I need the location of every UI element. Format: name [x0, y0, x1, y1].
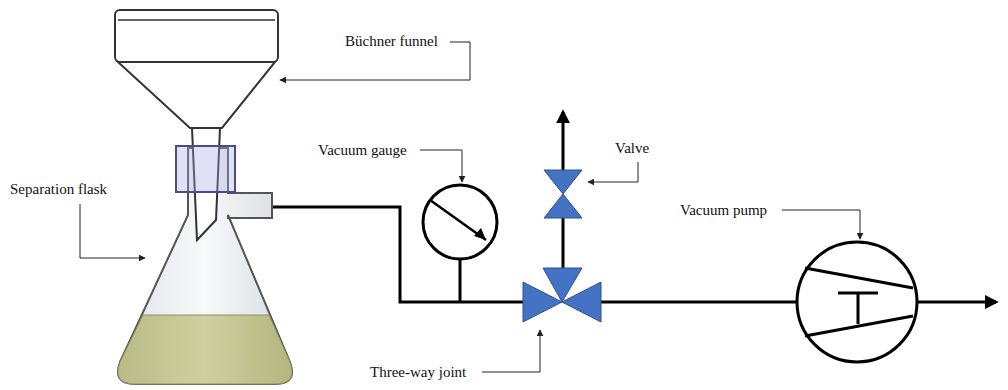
part-label: Vacuum pump	[680, 202, 767, 219]
funnel-rim	[118, 19, 275, 21]
leader-line	[782, 210, 860, 239]
pump-casing	[797, 242, 917, 362]
funnel-cone	[118, 62, 275, 128]
part-label: Büchner funnel	[345, 33, 438, 50]
leader-line	[482, 330, 540, 372]
pump-t-symbol	[838, 293, 878, 324]
gauge-needle	[430, 200, 486, 240]
filtrate-liquid	[118, 315, 292, 384]
pump-hose	[598, 301, 797, 304]
joint-top	[543, 268, 582, 302]
rubber-stopper	[176, 146, 235, 192]
gauge-dial	[423, 185, 497, 259]
funnel-body	[115, 10, 278, 62]
exhaust-arrow	[918, 301, 996, 304]
vent-pipe	[562, 218, 565, 270]
gauge-needle-tip	[474, 228, 486, 240]
part-label: Separation flask	[10, 181, 107, 198]
leader-line	[588, 162, 638, 182]
part-label: Three-way joint	[370, 364, 466, 381]
pump-line-top	[805, 268, 913, 288]
vent-arrow	[562, 112, 565, 170]
valve-symbol	[544, 170, 582, 218]
gauge-stem	[459, 259, 462, 302]
part-label: Valve	[615, 140, 649, 157]
part-label: Vacuum gauge	[318, 142, 407, 159]
leader-line	[80, 204, 145, 258]
leader-line	[420, 150, 462, 182]
